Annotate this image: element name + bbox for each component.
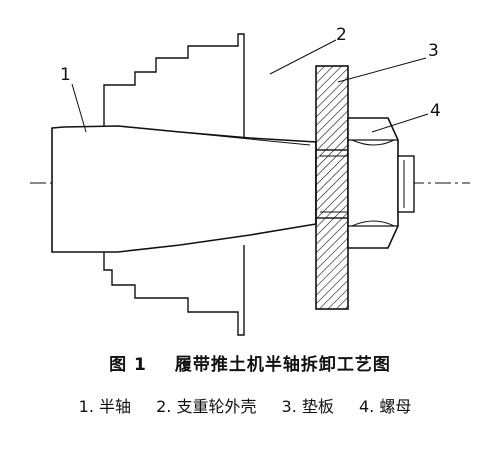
callout-4: 4: [430, 101, 441, 121]
callout-3: 3: [428, 41, 439, 61]
leader-4: [371, 113, 429, 133]
figure-caption: 图 1 履带推土机半轴拆卸工艺图: [0, 350, 500, 375]
legend-item-half-shaft: 1. 半轴: [78, 397, 131, 416]
nut-chamfer-upper: [351, 139, 395, 146]
housing-upper-outline: [103, 33, 245, 140]
nut-chamfer-lower: [351, 220, 395, 227]
shaft-taper-line: [117, 125, 311, 146]
nut: [347, 117, 399, 249]
legend-item-nut: 4. 螺母: [359, 397, 412, 416]
callout-1: 1: [60, 65, 71, 85]
pad-plate: [315, 65, 349, 310]
figure-number: 图 1: [109, 355, 147, 375]
legend-item-pad-plate: 3. 垫板: [281, 397, 334, 416]
figure-title: 履带推土机半轴拆卸工艺图: [174, 355, 391, 375]
parts-legend: 1. 半轴 2. 支重轮外壳 3. 垫板 4. 螺母: [0, 393, 500, 417]
legend-item-wheel-housing: 2. 支重轮外壳: [156, 397, 257, 416]
leader-3: [337, 57, 427, 83]
callout-2: 2: [336, 25, 347, 45]
disassembly-diagram: 1 2 3 4: [30, 25, 470, 336]
housing-lower-outline: [103, 245, 245, 336]
leader-1: [71, 83, 87, 133]
leader-2: [269, 39, 337, 75]
shaft-end-stub: [397, 155, 415, 213]
half-shaft: [51, 125, 317, 253]
